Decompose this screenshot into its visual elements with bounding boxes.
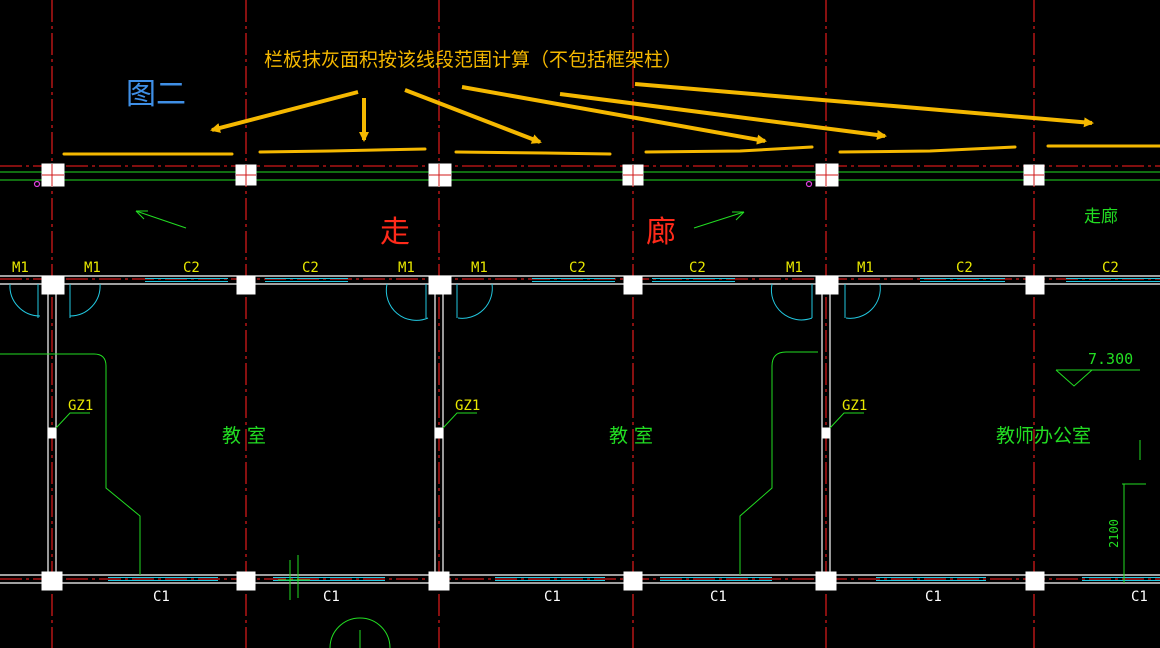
label-c2: C2 bbox=[689, 260, 706, 276]
corridor-arrows bbox=[135, 210, 745, 229]
label-c1: C1 bbox=[544, 589, 561, 605]
label-c2: C2 bbox=[183, 260, 200, 276]
bottom-wall bbox=[0, 574, 1160, 584]
label-c2: C2 bbox=[569, 260, 586, 276]
corridor-label-lang: 廊 bbox=[646, 215, 676, 250]
label-m1: M1 bbox=[471, 260, 488, 276]
label-c1: C1 bbox=[153, 589, 170, 605]
annotation-text: 栏板抹灰面积按该线段范围计算（不包括框架柱） bbox=[264, 49, 682, 71]
gz1-leaders bbox=[55, 412, 864, 429]
label-c1: C1 bbox=[323, 589, 340, 605]
door-swings bbox=[9, 283, 881, 321]
column-labels: GZ1 GZ1 GZ1 bbox=[68, 398, 867, 414]
columns bbox=[41, 163, 1045, 591]
label-m1: M1 bbox=[12, 260, 29, 276]
top-labels: M1 M1 C2 C2 M1 M1 C2 C2 M1 M1 C2 C2 bbox=[12, 260, 1119, 276]
annotation-arrows bbox=[210, 82, 1094, 145]
figure-label: 图二 bbox=[126, 77, 186, 112]
bottom-labels: C1 C1 C1 C1 C1 C1 bbox=[153, 589, 1148, 605]
label-m1: M1 bbox=[857, 260, 874, 276]
railing-segments bbox=[62, 144, 1160, 156]
label-m1: M1 bbox=[786, 260, 803, 276]
elevation-value: 7.300 bbox=[1088, 350, 1133, 368]
corridor-label-zou: 走 bbox=[380, 215, 410, 250]
label-m1: M1 bbox=[398, 260, 415, 276]
label-c1: C1 bbox=[710, 589, 727, 605]
label-gz1: GZ1 bbox=[68, 398, 93, 414]
room-classroom-1: 教 室 bbox=[222, 425, 266, 447]
room-outlines bbox=[0, 351, 1146, 648]
corridor-label-small: 走廊 bbox=[1084, 207, 1118, 227]
label-c2: C2 bbox=[302, 260, 319, 276]
label-c1: C1 bbox=[925, 589, 942, 605]
label-gz1: GZ1 bbox=[842, 398, 867, 414]
top-wall bbox=[0, 275, 1160, 285]
room-classroom-2: 教 室 bbox=[609, 425, 653, 447]
column-centerlines bbox=[42, 164, 1044, 186]
top-windows-c2 bbox=[145, 278, 1160, 282]
room-teacher-office: 教师办公室 bbox=[996, 425, 1091, 447]
label-c1: C1 bbox=[1131, 589, 1148, 605]
label-gz1: GZ1 bbox=[455, 398, 480, 414]
label-m1: M1 bbox=[84, 260, 101, 276]
grip-markers bbox=[33, 180, 813, 188]
dimension-value: 2100 bbox=[1107, 519, 1121, 548]
label-c2: C2 bbox=[956, 260, 973, 276]
corridor-railing bbox=[0, 171, 1160, 181]
label-c2: C2 bbox=[1102, 260, 1119, 276]
room-names: 教 室 教 室 教师办公室 bbox=[222, 425, 1091, 447]
